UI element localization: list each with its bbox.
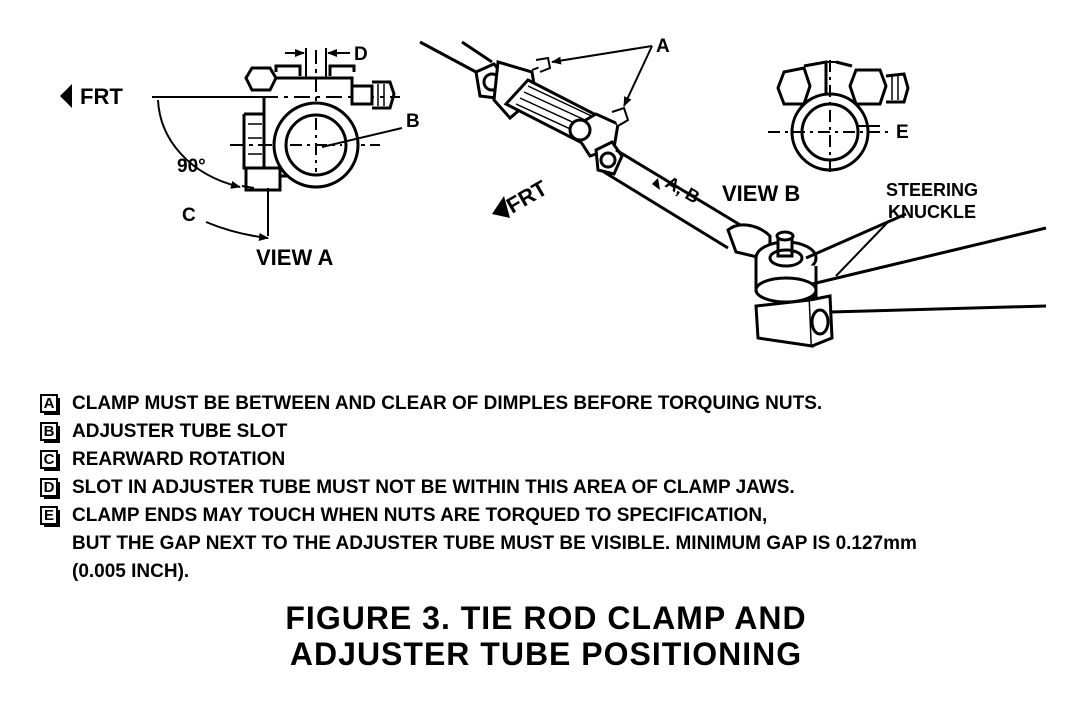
note-text: REARWARD ROTATION <box>72 449 286 470</box>
frt-center-arrow-icon <box>492 196 510 218</box>
e-label: E <box>896 122 909 143</box>
note-text: ADJUSTER TUBE SLOT <box>72 421 288 442</box>
view-a-drawing <box>60 48 403 241</box>
a-label: A <box>656 36 670 57</box>
note-letter: C <box>40 450 60 471</box>
figure-caption: FIGURE 3. TIE ROD CLAMP AND ADJUSTER TUB… <box>0 600 1072 672</box>
note-c: C REARWARD ROTATION <box>40 446 1040 474</box>
note-letter: A <box>40 394 60 415</box>
note-text: CLAMP ENDS MAY TOUCH WHEN NUTS ARE TORQU… <box>72 505 917 582</box>
view-b-drawing <box>768 60 910 176</box>
note-letter: D <box>40 478 60 499</box>
c-label: C <box>182 205 196 226</box>
note-letter: E <box>40 506 60 527</box>
note-b: B ADJUSTER TUBE SLOT <box>40 418 1040 446</box>
a-b-rod-label: A, B <box>662 172 703 207</box>
frt-label-center: FRT <box>502 175 552 218</box>
notes-list: A CLAMP MUST BE BETWEEN AND CLEAR OF DIM… <box>40 390 1040 586</box>
frt-label-left: FRT <box>80 84 123 109</box>
note-e: E CLAMP ENDS MAY TOUCH WHEN NUTS ARE TOR… <box>40 502 1040 586</box>
b-label-view-a: B <box>406 111 420 132</box>
frt-arrow-icon <box>60 84 72 108</box>
tie-rod-drawing <box>419 40 1047 348</box>
note-letter: B <box>40 422 60 443</box>
d-label: D <box>354 44 368 65</box>
caption-line-1: FIGURE 3. TIE ROD CLAMP AND <box>285 600 807 636</box>
note-a: A CLAMP MUST BE BETWEEN AND CLEAR OF DIM… <box>40 390 1040 418</box>
angle-label: 90° <box>177 156 206 177</box>
note-d: D SLOT IN ADJUSTER TUBE MUST NOT BE WITH… <box>40 474 1040 502</box>
steering-knuckle-label-2: KNUCKLE <box>888 202 976 222</box>
steering-knuckle-label-1: STEERING <box>886 180 978 200</box>
view-b-label: VIEW B <box>722 181 800 206</box>
view-a-label: VIEW A <box>256 245 334 270</box>
caption-line-2: ADJUSTER TUBE POSITIONING <box>289 636 803 672</box>
note-text: CLAMP MUST BE BETWEEN AND CLEAR OF DIMPL… <box>72 393 823 414</box>
note-text: SLOT IN ADJUSTER TUBE MUST NOT BE WITHIN… <box>72 477 795 498</box>
